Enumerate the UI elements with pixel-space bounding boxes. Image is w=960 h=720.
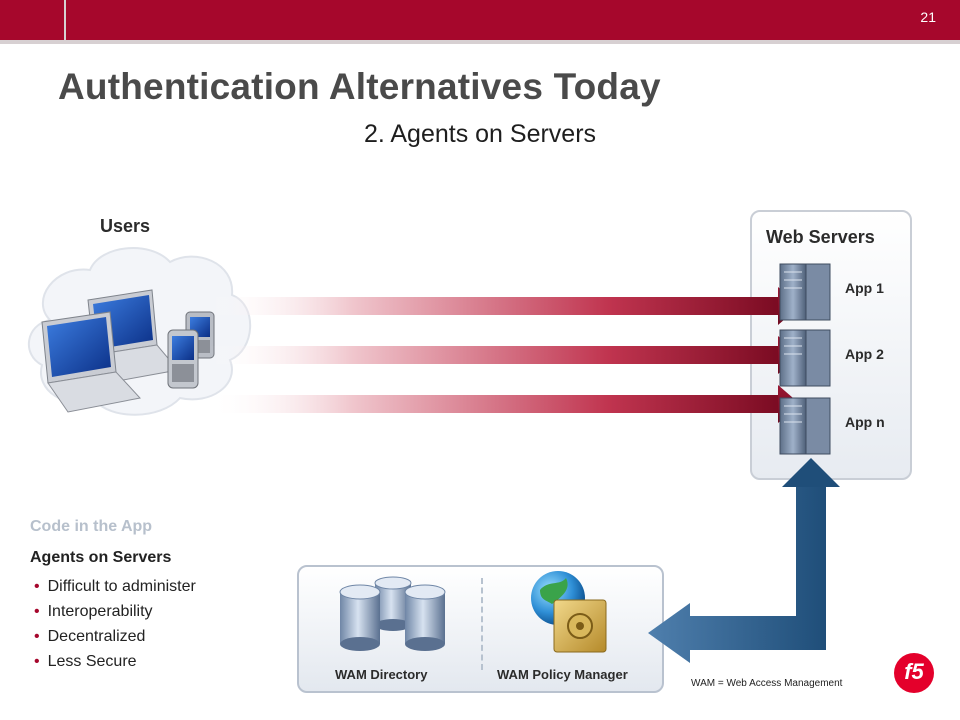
f5-logo-text: f5	[904, 659, 924, 684]
subtitle-text: 2. Agents on Servers	[363, 120, 597, 148]
database-icon	[404, 584, 446, 651]
bullet-icon: •	[34, 653, 40, 670]
server-icon	[779, 263, 831, 321]
app-1-label: App 1	[845, 280, 884, 296]
app-2-label: App 2	[845, 346, 884, 362]
page-title: Authentication Alternatives Today	[58, 66, 661, 107]
header-tick	[64, 0, 66, 44]
web-servers-label: Web Servers	[766, 227, 875, 247]
drawbacks-list: •Difficult to administer •Interoperabili…	[34, 577, 196, 677]
server-icon	[779, 397, 831, 455]
agents-on-servers-label: Agents on Servers	[30, 549, 172, 566]
bullet-icon: •	[34, 603, 40, 620]
list-item: •Less Secure	[34, 653, 137, 670]
bullet-icon: •	[34, 628, 40, 645]
wam-divider	[481, 578, 483, 670]
list-item: •Interoperability	[34, 603, 153, 620]
bullet-icon: •	[34, 578, 40, 595]
database-icon	[374, 576, 412, 631]
f5-logo	[894, 653, 934, 693]
code-in-app-label: Code in the App	[30, 518, 153, 535]
red-arrow	[210, 336, 800, 374]
wam-directory-label: WAM Directory	[335, 667, 428, 682]
footnote: WAM = Web Access Management	[691, 678, 843, 689]
laptop-icon	[41, 311, 141, 413]
database-icon	[339, 584, 381, 651]
wam-policy-manager-label: WAM Policy Manager	[497, 667, 628, 682]
list-item: •Difficult to administer	[34, 578, 196, 595]
red-arrow	[210, 287, 800, 325]
list-item: •Decentralized	[34, 628, 146, 645]
users-label: Users	[100, 216, 151, 236]
smartphone-icon	[167, 329, 199, 389]
header-bar	[0, 0, 960, 40]
server-icon	[779, 329, 831, 387]
web-servers-panel	[750, 210, 912, 480]
red-arrow	[210, 385, 800, 423]
app-n-label: App n	[845, 414, 885, 430]
header-divider	[0, 40, 960, 44]
slide-number: 21	[920, 9, 936, 25]
page-subtitle: 2. Agents on Servers	[0, 120, 960, 149]
blue-arrow	[648, 458, 840, 663]
safe-icon	[553, 599, 607, 653]
